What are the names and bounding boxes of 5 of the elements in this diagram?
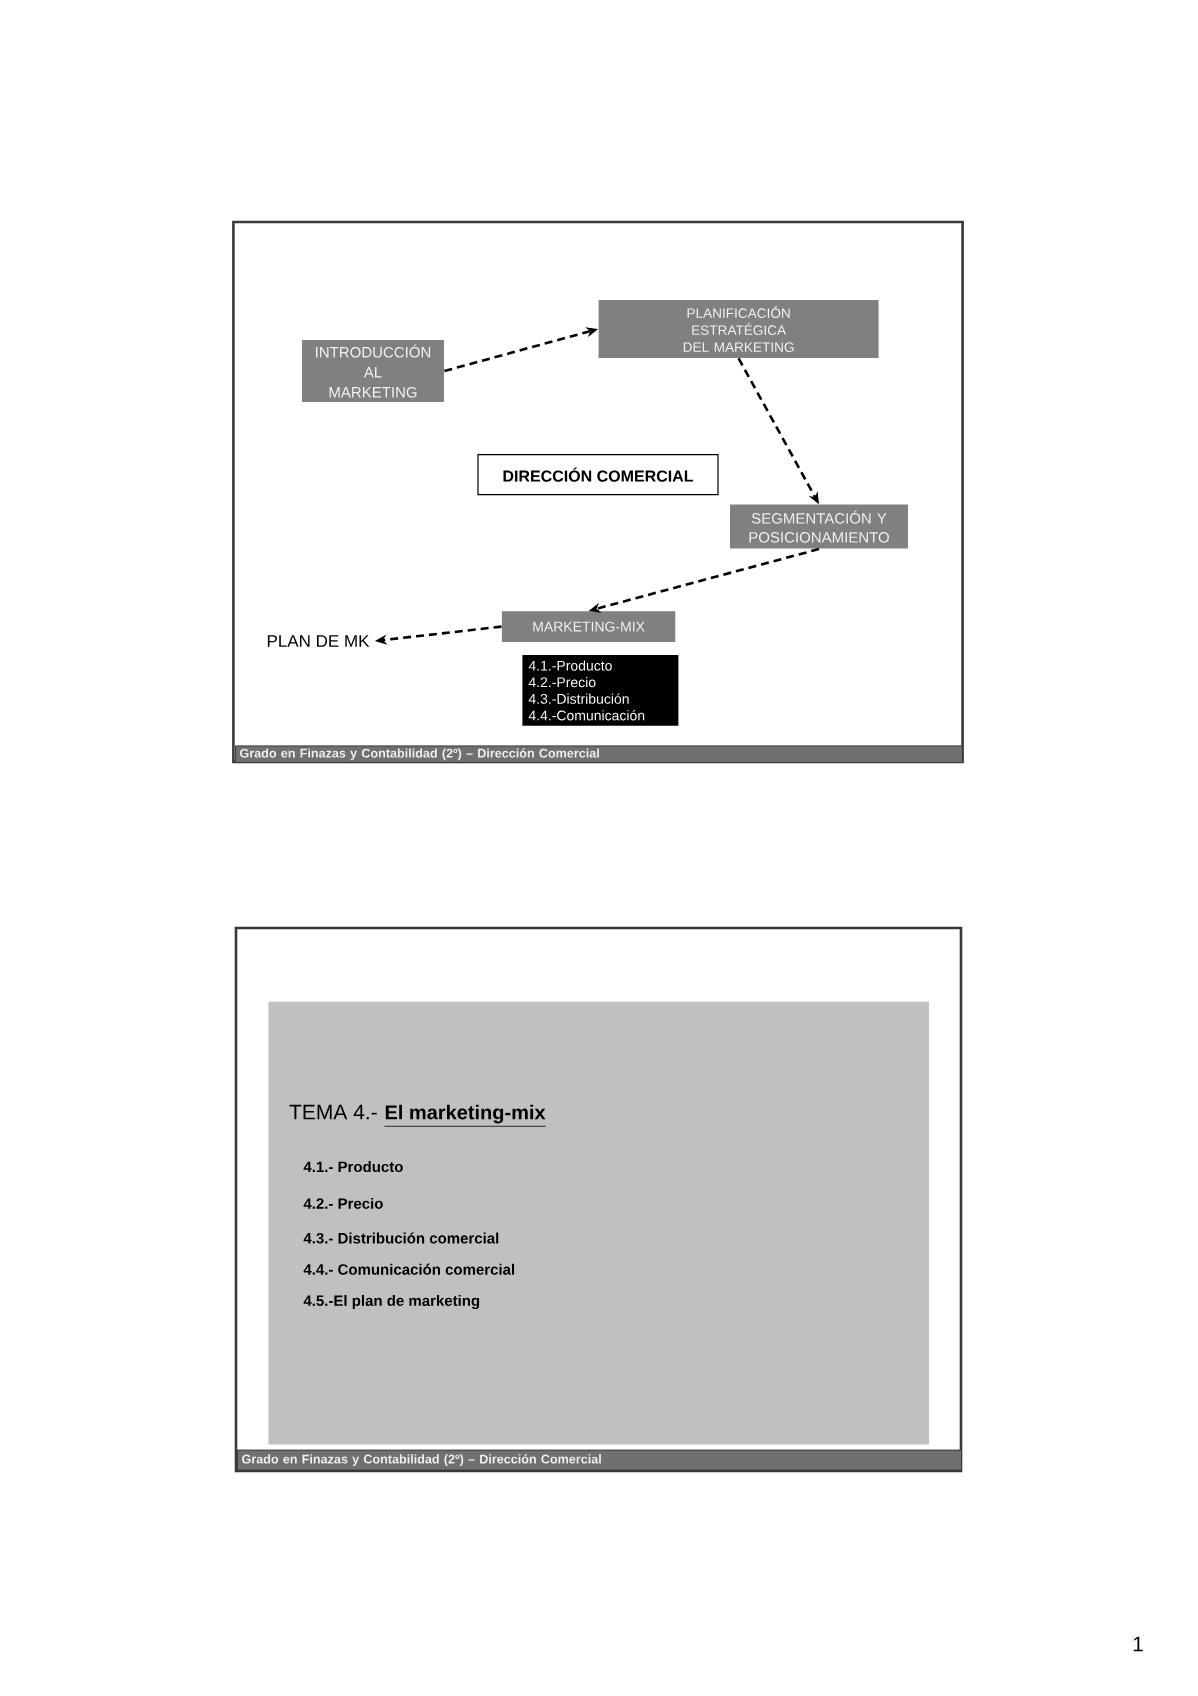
title-box: DIRECCIÓN COMERCIAL — [477, 454, 719, 496]
text-label: PLAN DE MK — [267, 635, 370, 647]
heading: TEMA 4.- — [289, 1104, 377, 1120]
heading: El marketing-mix — [384, 1104, 547, 1127]
page-number: 1 — [1133, 1636, 1143, 1652]
